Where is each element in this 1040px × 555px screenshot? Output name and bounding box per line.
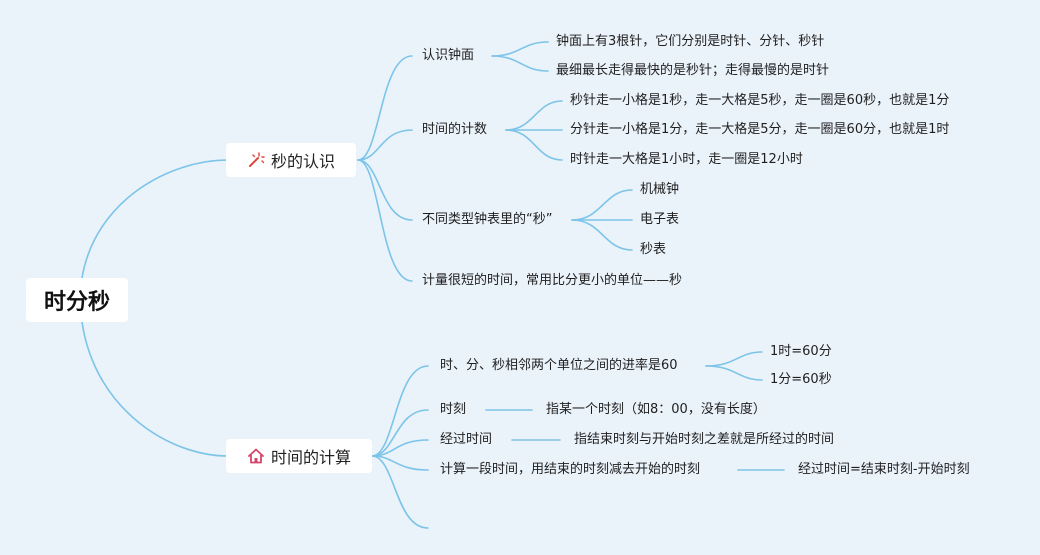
edge-c1-g1 — [491, 41, 549, 57]
edge-c3-g3 — [571, 219, 633, 251]
node-clock-type[interactable]: 电子表 — [640, 212, 680, 227]
edge-b2-c5 — [371, 455, 429, 529]
branch-label: 秒的认识 — [270, 152, 335, 171]
edge-b2-c1 — [371, 365, 429, 457]
branch-node-time-calc[interactable]: 时间的计算 — [226, 439, 372, 473]
node-clock-face-detail[interactable]: 钟面上有3根针，它们分别是时针、分针、秒针 — [556, 34, 825, 49]
root-label: 时分秒 — [43, 290, 110, 315]
node-calc-duration[interactable]: 计算一段时间，用结束的时刻减去开始的时刻 — [440, 462, 701, 477]
edge-b1-c4 — [357, 159, 413, 282]
edge-b2-c4 — [371, 455, 429, 471]
node-unit-rate-detail[interactable]: 1分=60秒 — [770, 372, 832, 387]
edge-b1-c1 — [357, 55, 413, 161]
edge-root-branch1 — [81, 159, 229, 279]
edge-root-branch2 — [81, 321, 229, 457]
node-clock-types[interactable]: 不同类型钟表里的“秒” — [422, 212, 553, 227]
edge-b2-c2 — [371, 409, 429, 457]
node-moment[interactable]: 时刻 — [440, 402, 467, 417]
node-clock-face-detail[interactable]: 最细最长走得最快的是秒针；走得最慢的是时针 — [556, 63, 830, 78]
root-node[interactable]: 时分秒 — [26, 278, 128, 322]
branch-node-second[interactable]: 秒的认识 — [226, 143, 356, 177]
edge-c1-g2 — [491, 55, 549, 72]
edge-d1-g2 — [705, 365, 763, 381]
node-time-counting-detail[interactable]: 分针走一小格是1分，走一大格是5分，走一圈是60分，也就是1时 — [570, 122, 950, 137]
edge-b1-c3 — [357, 159, 413, 221]
node-short-time-unit[interactable]: 计量很短的时间，常用比分更小的单位——秒 — [422, 273, 683, 288]
node-moment-detail[interactable]: 指某一个时刻（如8：00，没有长度） — [546, 402, 766, 417]
node-clock-type[interactable]: 秒表 — [640, 242, 667, 257]
branch-label: 时间的计算 — [270, 448, 351, 467]
edge-b1-c2 — [357, 129, 413, 161]
node-clock-type[interactable]: 机械钟 — [640, 182, 680, 197]
node-time-counting[interactable]: 时间的计数 — [422, 122, 488, 137]
node-clock-face[interactable]: 认识钟面 — [422, 48, 475, 63]
node-elapsed-time[interactable]: 经过时间 — [440, 432, 493, 447]
node-calc-duration-formula[interactable]: 经过时间=结束时刻-开始时刻 — [798, 462, 970, 477]
edge-c2-g3 — [505, 129, 563, 161]
magic-wand-icon — [248, 152, 265, 167]
edge-c2-g1 — [505, 100, 563, 131]
node-time-counting-detail[interactable]: 秒针走一小格是1秒，走一大格是5秒，走一圈是60秒，也就是1分 — [570, 93, 950, 108]
node-time-counting-detail[interactable]: 时针走一大格是1小时，走一圈是12小时 — [570, 152, 803, 167]
house-icon — [248, 448, 264, 464]
edge-d1-g1 — [705, 351, 763, 367]
node-unit-rate[interactable]: 时、分、秒相邻两个单位之间的进率是60 — [440, 358, 678, 373]
node-unit-rate-detail[interactable]: 1时=60分 — [770, 344, 832, 359]
node-elapsed-time-detail[interactable]: 指结束时刻与开始时刻之差就是所经过的时间 — [574, 432, 835, 447]
edge-c3-g1 — [571, 189, 633, 221]
